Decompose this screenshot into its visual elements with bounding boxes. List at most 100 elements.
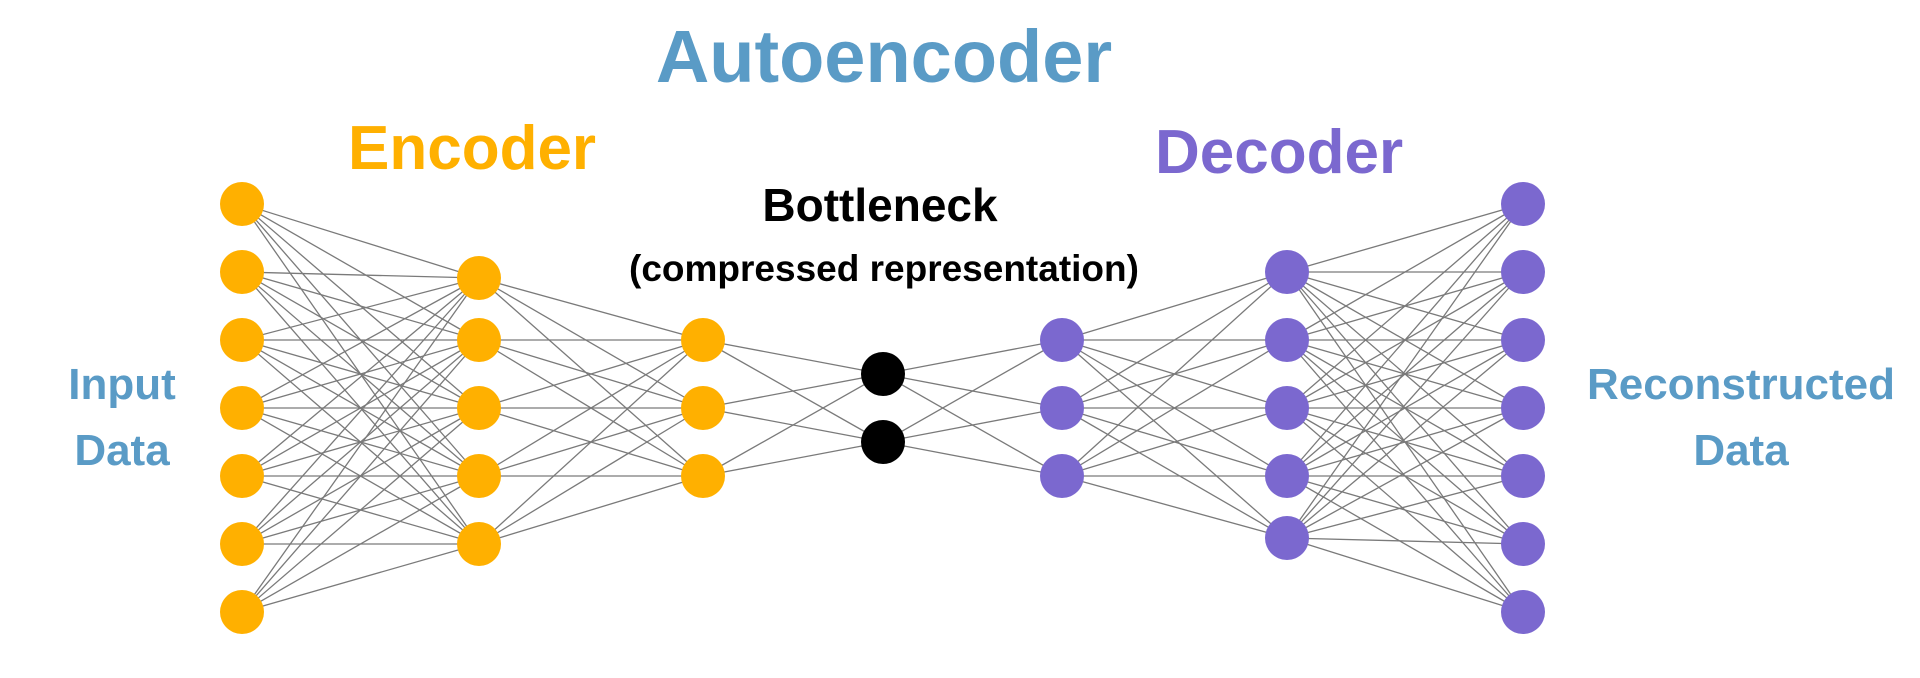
edge-encoder-hidden-1-5-to-encoder-hidden-2-2 xyxy=(478,407,704,545)
edge-encoder-hidden-1-1-to-encoder-hidden-2-3 xyxy=(478,277,704,477)
edge-decoder-hidden-2-4-to-output-2 xyxy=(1286,271,1524,477)
edge-decoder-hidden-1-3-to-decoder-hidden-2-1 xyxy=(1061,271,1288,477)
output-node-6 xyxy=(1501,522,1545,566)
edge-decoder-hidden-2-5-to-output-6 xyxy=(1286,537,1524,545)
edge-input-4-to-encoder-hidden-1-2 xyxy=(241,339,480,409)
bottleneck-node-2 xyxy=(861,420,905,464)
edge-decoder-hidden-1-3-to-decoder-hidden-2-3 xyxy=(1061,407,1288,477)
edge-encoder-hidden-1-3-to-encoder-hidden-2-1 xyxy=(478,339,704,409)
output-node-1 xyxy=(1501,182,1545,226)
edge-input-7-to-encoder-hidden-1-5 xyxy=(241,543,480,613)
edge-decoder-hidden-1-3-to-decoder-hidden-2-5 xyxy=(1061,475,1288,539)
edge-decoder-hidden-2-5-to-output-4 xyxy=(1286,407,1524,539)
input-label-line2: Data xyxy=(74,426,170,475)
output-node-2 xyxy=(1501,250,1545,294)
input-node-2 xyxy=(220,250,264,294)
bottleneck-label: Bottleneck xyxy=(762,179,998,231)
output-node-3 xyxy=(1501,318,1545,362)
edge-decoder-hidden-2-5-to-output-1 xyxy=(1286,203,1524,539)
output-node-7 xyxy=(1501,590,1545,634)
edge-decoder-hidden-1-1-to-decoder-hidden-2-1 xyxy=(1061,271,1288,341)
bottleneck-sublabel: (compressed representation) xyxy=(629,248,1139,289)
decoder-hidden-1-node-1 xyxy=(1040,318,1084,362)
output-node-5 xyxy=(1501,454,1545,498)
network-edges xyxy=(241,203,1524,613)
edge-encoder-hidden-2-3-to-bottleneck-2 xyxy=(702,441,884,477)
edge-input-7-to-encoder-hidden-1-4 xyxy=(241,475,480,613)
encoder-hidden-1-node-3 xyxy=(457,386,501,430)
input-node-5 xyxy=(220,454,264,498)
bottleneck-node-1 xyxy=(861,352,905,396)
input-data-label: Input Data xyxy=(40,352,204,484)
encoder-hidden-2-node-3 xyxy=(681,454,725,498)
edge-decoder-hidden-2-5-to-output-5 xyxy=(1286,475,1524,539)
edge-input-5-to-encoder-hidden-1-1 xyxy=(241,277,480,477)
edge-decoder-hidden-2-4-to-output-7 xyxy=(1286,475,1524,613)
input-label-line1: Input xyxy=(68,360,176,409)
decoder-hidden-1-node-3 xyxy=(1040,454,1084,498)
edge-decoder-hidden-2-5-to-output-3 xyxy=(1286,339,1524,539)
edge-decoder-hidden-2-5-to-output-2 xyxy=(1286,271,1524,539)
edge-input-7-to-encoder-hidden-1-1 xyxy=(241,277,480,613)
reconstructed-data-label: Reconstructed Data xyxy=(1566,352,1916,484)
encoder-label: Encoder xyxy=(348,114,597,183)
output-node-4 xyxy=(1501,386,1545,430)
edge-input-6-to-encoder-hidden-1-1 xyxy=(241,277,480,545)
encoder-hidden-2-node-2 xyxy=(681,386,725,430)
edge-decoder-hidden-2-3-to-output-1 xyxy=(1286,203,1524,409)
edge-bottleneck-2-to-decoder-hidden-1-3 xyxy=(882,441,1063,477)
edge-input-1-to-encoder-hidden-1-1 xyxy=(241,203,480,279)
edge-bottleneck-2-to-decoder-hidden-1-1 xyxy=(882,339,1063,443)
encoder-hidden-1-node-1 xyxy=(457,256,501,300)
decoder-label: Decoder xyxy=(1155,118,1404,187)
input-node-7 xyxy=(220,590,264,634)
edge-input-1-to-encoder-hidden-1-2 xyxy=(241,203,480,341)
edge-encoder-hidden-2-3-to-bottleneck-1 xyxy=(702,373,884,477)
edge-input-4-to-encoder-hidden-1-1 xyxy=(241,277,480,409)
edge-bottleneck-2-to-decoder-hidden-1-2 xyxy=(882,407,1063,443)
output-label-line1: Reconstructed xyxy=(1586,360,1896,409)
decoder-hidden-2-node-1 xyxy=(1265,250,1309,294)
input-node-3 xyxy=(220,318,264,362)
encoder-hidden-1-node-4 xyxy=(457,454,501,498)
edge-input-7-to-encoder-hidden-1-2 xyxy=(241,339,480,613)
network-nodes xyxy=(220,182,1545,634)
edge-encoder-hidden-1-1-to-encoder-hidden-2-2 xyxy=(478,277,704,409)
edge-decoder-hidden-1-1-to-decoder-hidden-2-5 xyxy=(1061,339,1288,539)
edge-encoder-hidden-1-4-to-encoder-hidden-2-1 xyxy=(478,339,704,477)
edge-decoder-hidden-2-4-to-output-3 xyxy=(1286,339,1524,477)
edge-input-2-to-encoder-hidden-1-2 xyxy=(241,271,480,341)
edge-decoder-hidden-1-3-to-decoder-hidden-2-2 xyxy=(1061,339,1288,477)
encoder-hidden-1-node-5 xyxy=(457,522,501,566)
input-node-4 xyxy=(220,386,264,430)
edge-input-7-to-encoder-hidden-1-3 xyxy=(241,407,480,613)
edge-encoder-hidden-2-1-to-bottleneck-1 xyxy=(702,339,884,375)
input-node-6 xyxy=(220,522,264,566)
edge-input-5-to-encoder-hidden-1-2 xyxy=(241,339,480,477)
edge-encoder-hidden-1-1-to-encoder-hidden-2-1 xyxy=(478,277,704,341)
input-node-1 xyxy=(220,182,264,226)
decoder-hidden-2-node-2 xyxy=(1265,318,1309,362)
diagram-title: Autoencoder xyxy=(655,15,1113,98)
edge-decoder-hidden-2-4-to-output-4 xyxy=(1286,407,1524,477)
edge-input-2-to-encoder-hidden-1-1 xyxy=(241,271,480,279)
edge-encoder-hidden-2-2-to-bottleneck-1 xyxy=(702,373,884,409)
edge-decoder-hidden-2-1-to-output-1 xyxy=(1286,203,1524,273)
edge-input-3-to-encoder-hidden-1-1 xyxy=(241,277,480,341)
edge-decoder-hidden-2-2-to-output-1 xyxy=(1286,203,1524,341)
decoder-hidden-2-node-5 xyxy=(1265,516,1309,560)
edge-encoder-hidden-1-5-to-encoder-hidden-2-3 xyxy=(478,475,704,545)
edge-input-6-to-encoder-hidden-1-2 xyxy=(241,339,480,545)
edge-decoder-hidden-1-2-to-decoder-hidden-2-1 xyxy=(1061,271,1288,409)
edge-decoder-hidden-2-5-to-output-7 xyxy=(1286,537,1524,613)
encoder-hidden-2-node-1 xyxy=(681,318,725,362)
edge-bottleneck-1-to-decoder-hidden-1-1 xyxy=(882,339,1063,375)
decoder-hidden-1-node-2 xyxy=(1040,386,1084,430)
encoder-hidden-1-node-2 xyxy=(457,318,501,362)
edge-encoder-hidden-1-5-to-encoder-hidden-2-1 xyxy=(478,339,704,545)
decoder-hidden-2-node-3 xyxy=(1265,386,1309,430)
edge-decoder-hidden-2-4-to-output-6 xyxy=(1286,475,1524,545)
edge-decoder-hidden-1-2-to-decoder-hidden-2-5 xyxy=(1061,407,1288,539)
output-label-line2: Data xyxy=(1693,426,1789,475)
